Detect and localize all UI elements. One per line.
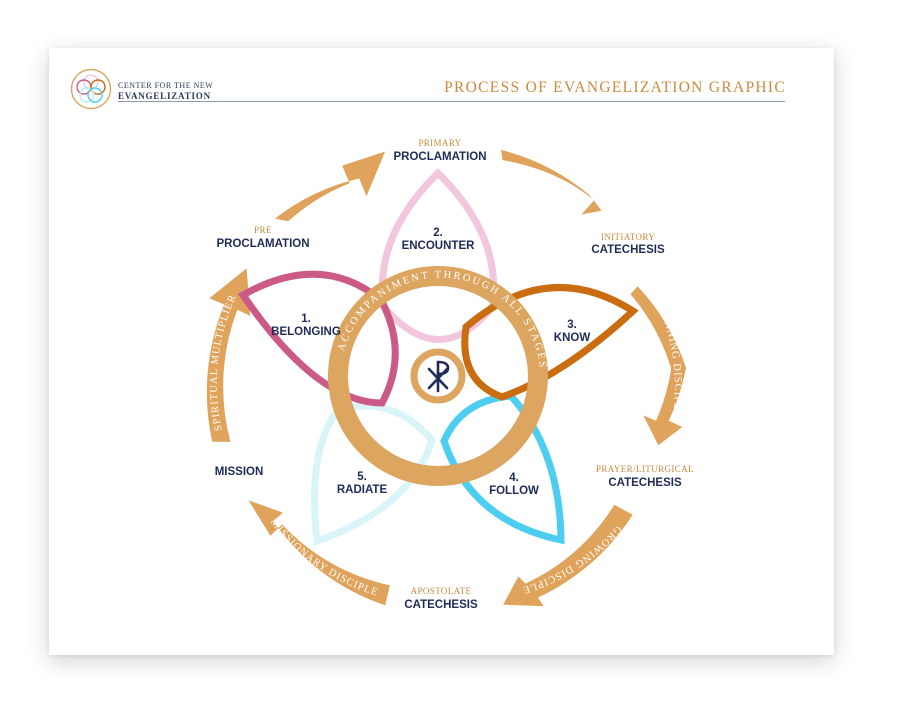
arrow-spiritual-multiplier — [206, 268, 251, 442]
header-divider — [118, 101, 785, 102]
petal-follow — [440, 392, 565, 545]
stage-apostolate-small: APOSTOLATE — [411, 586, 472, 596]
petal-number-radiate: 5. — [357, 471, 367, 483]
arrow-missionary-disciple — [248, 500, 390, 606]
petal-number-belonging: 1. — [301, 313, 311, 325]
petal-label-encounter: ENCOUNTER — [402, 240, 476, 252]
org-line-2: EVANGELIZATION — [118, 91, 211, 101]
stage-primary-small: PRIMARY — [418, 138, 461, 148]
arrow-primary-to-initiatory — [501, 149, 602, 215]
petal-number-encounter: 2. — [433, 227, 443, 239]
petal-label-radiate: RADIATE — [337, 484, 388, 496]
organization-name: CENTER FOR THE NEW EVANGELIZATION — [118, 80, 213, 102]
stage-mission: MISSION — [215, 466, 264, 478]
stage-prayer-liturgical-catechesis: CATECHESIS — [608, 477, 682, 489]
accompaniment-ring — [328, 266, 548, 486]
page-title: PROCESS OF EVANGELIZATION GRAPHIC — [444, 79, 786, 96]
stage-prayer-liturgical-small: PRAYER/LITURGICAL — [596, 464, 694, 474]
petal-belonging — [237, 270, 399, 407]
stage-pre-proclamation: PROCLAMATION — [216, 238, 309, 250]
organization-logo — [70, 68, 112, 110]
arrow-label-missionary-disciple: MISSIONARY DISCIPLE — [268, 517, 380, 599]
stage-primary-proclamation: PROCLAMATION — [393, 151, 486, 163]
arrow-pre-to-primary — [274, 151, 386, 222]
petal-label-belonging: BELONGING — [271, 326, 341, 338]
petal-radiate — [311, 402, 436, 546]
petal-know — [461, 283, 639, 401]
arrow-beginning-disciple — [630, 286, 686, 446]
org-line-1: CENTER FOR THE NEW — [118, 81, 214, 90]
stage-pre-small: PRE — [254, 225, 272, 235]
chi-rho-icon — [427, 360, 450, 393]
stage-initiatory-small: INITIATORY — [601, 232, 655, 242]
petal-encounter — [378, 168, 498, 343]
petal-number-follow: 4. — [509, 472, 519, 484]
petal-label-know: KNOW — [554, 332, 591, 344]
stage-initiatory-catechesis: CATECHESIS — [591, 244, 665, 256]
stage-apostolate-catechesis: CATECHESIS — [404, 599, 478, 611]
petal-label-follow: FOLLOW — [489, 485, 539, 497]
arrow-growing-disciple — [503, 504, 633, 607]
petal-number-know: 3. — [567, 319, 577, 331]
